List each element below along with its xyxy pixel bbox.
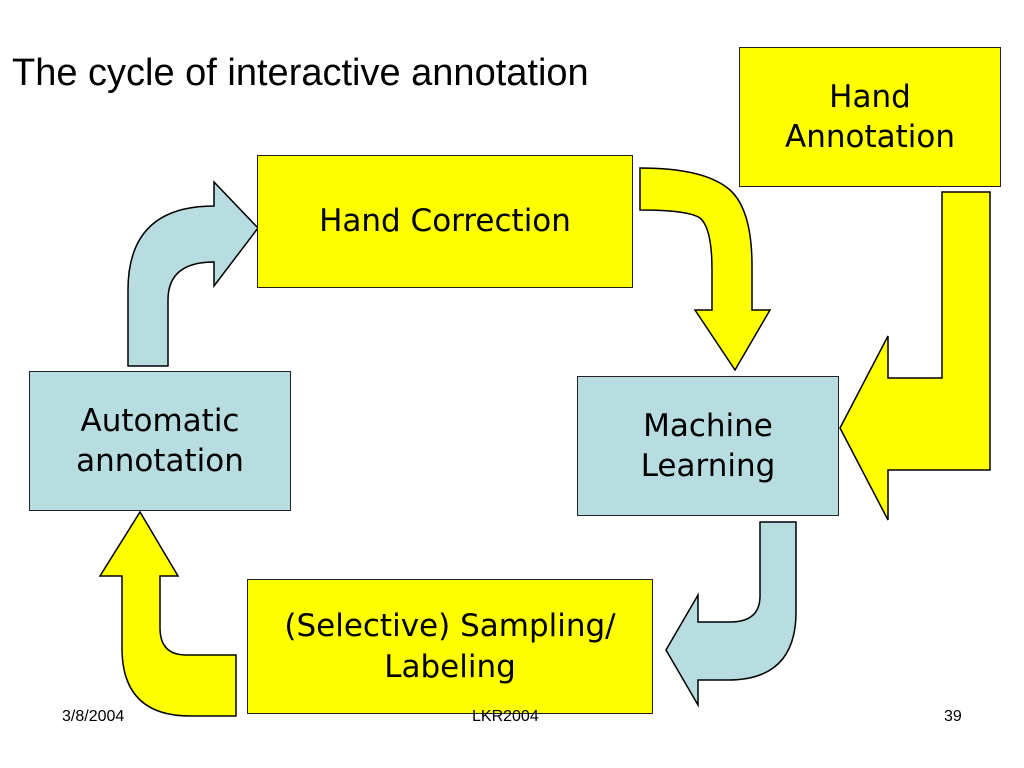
hand-annotation-label-line2: Annotation [784, 119, 955, 155]
sampling-labeling-label-line1: (Selective) Sampling/ [284, 608, 616, 645]
footer-center-text: LKR2004 [472, 708, 539, 725]
hand-correction-label: Hand Correction [319, 203, 571, 240]
machine-learning-label-line1: Machine [643, 407, 773, 444]
machine-learning-label-line2: Learning [640, 448, 776, 484]
automatic-annotation-label-line1: Automatic [80, 402, 240, 439]
hand-correction-box: Hand Correction [257, 155, 633, 288]
arrow-correction-to-ml [639, 167, 772, 372]
arrow-sampling-to-automatic [98, 510, 237, 717]
hand-annotation-label-line1: Hand [829, 78, 911, 115]
machine-learning-box: Machine Learning [577, 376, 839, 516]
arrow-ml-to-sampling [665, 521, 797, 708]
hand-annotation-box: Hand Annotation [739, 47, 1001, 187]
sampling-labeling-box: (Selective) Sampling/ Labeling [247, 579, 653, 714]
footer-page-number: 39 [944, 708, 962, 725]
arrow-hand-annotation-to-ml [839, 191, 991, 521]
automatic-annotation-box: Automatic annotation [29, 371, 291, 511]
automatic-annotation-label-line2: annotation [76, 443, 244, 479]
footer-date: 3/8/2004 [62, 708, 125, 725]
arrow-automatic-to-correction [127, 180, 259, 367]
slide-title: The cycle of interactive annotation [12, 52, 589, 94]
sampling-labeling-label-line2: Labeling [384, 648, 516, 685]
